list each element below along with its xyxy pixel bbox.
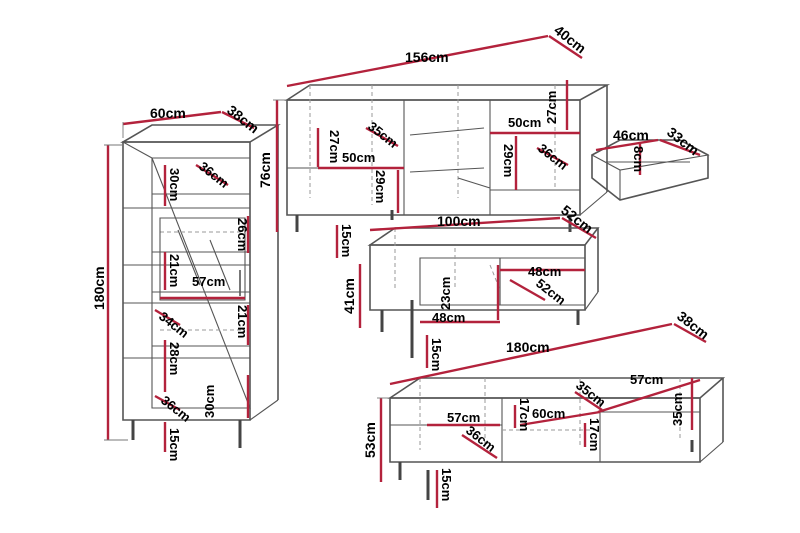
label-bench-inner-3: 57cm <box>630 372 663 387</box>
label-bench-depth: 38cm <box>674 308 712 343</box>
label-sideboard-leg: 15cm <box>339 224 354 257</box>
label-bench-inner-7: 17cm <box>587 418 602 451</box>
label-sideboard-width: 156cm <box>405 49 449 65</box>
label-sideboard-inner-7: 29cm <box>501 144 516 177</box>
label-sideboard-height: 76cm <box>257 152 273 188</box>
drawer <box>590 138 710 201</box>
label-table-height: 41cm <box>341 278 357 314</box>
label-tall-inner-3: 26cm <box>235 218 250 251</box>
label-bench-height: 53cm <box>362 422 378 458</box>
label-tall-inner-8: 28cm <box>167 342 182 375</box>
label-tall-leg: 15cm <box>167 428 182 461</box>
label-tall-inner-2: 36cm <box>196 159 231 191</box>
label-drawer-width: 46cm <box>613 127 649 143</box>
label-table-inner-2: 52cm <box>533 276 568 308</box>
label-sideboard-inner-5: 50cm <box>508 115 541 130</box>
coffee-table-labels: 100cm 52cm 41cm 48cm 52cm 23cm 48cm 15cm <box>341 202 596 371</box>
label-bench-inner-5: 60cm <box>532 406 565 421</box>
tall-cabinet <box>104 110 281 452</box>
label-drawer-height: 8cm <box>631 146 646 172</box>
label-sideboard-inner-3: 50cm <box>342 150 375 165</box>
label-bench-inner-4: 17cm <box>517 398 532 431</box>
coffee-table <box>358 216 600 368</box>
label-table-inner-3: 23cm <box>438 277 453 310</box>
label-tall-inner-10: 30cm <box>202 385 217 418</box>
label-tall-width: 60cm <box>150 105 186 121</box>
label-bench-inner-1: 57cm <box>447 410 480 425</box>
label-sideboard-inner-4: 29cm <box>373 170 388 203</box>
label-table-width: 100cm <box>437 213 481 229</box>
label-tall-inner-6: 34cm <box>156 309 191 341</box>
label-tall-inner-5: 57cm <box>192 274 225 289</box>
label-tall-height: 180cm <box>91 266 107 310</box>
label-table-leg: 15cm <box>429 338 444 371</box>
label-bench-leg: 15cm <box>439 468 454 501</box>
drawer-labels: 46cm 33cm 8cm <box>613 124 702 172</box>
label-tall-inner-7: 21cm <box>235 305 250 338</box>
label-sideboard-inner-8: 36cm <box>535 141 570 173</box>
sideboard <box>273 34 611 258</box>
label-table-inner-1: 48cm <box>528 264 561 279</box>
tv-bench <box>377 322 726 508</box>
label-bench-inner-6: 35cm <box>670 393 685 426</box>
label-tall-inner-4: 21cm <box>167 254 182 287</box>
label-sideboard-inner-2: 35cm <box>365 119 400 151</box>
label-bench-width: 180cm <box>506 339 550 355</box>
tall-cabinet-labels: 60cm 38cm 180cm 30cm 36cm 26cm 21cm 57cm… <box>91 102 262 461</box>
label-tall-depth: 38cm <box>224 102 262 137</box>
tv-bench-labels: 180cm 38cm 53cm 57cm 35cm 57cm 17cm 60cm… <box>362 308 712 501</box>
sideboard-labels: 156cm 40cm 76cm 27cm 35cm 50cm 29cm 50cm… <box>257 22 589 257</box>
label-sideboard-inner-1: 27cm <box>327 130 342 163</box>
label-sideboard-inner-6: 27cm <box>544 91 559 124</box>
label-tall-inner-1: 30cm <box>167 168 182 201</box>
label-table-inner-4: 48cm <box>432 310 465 325</box>
